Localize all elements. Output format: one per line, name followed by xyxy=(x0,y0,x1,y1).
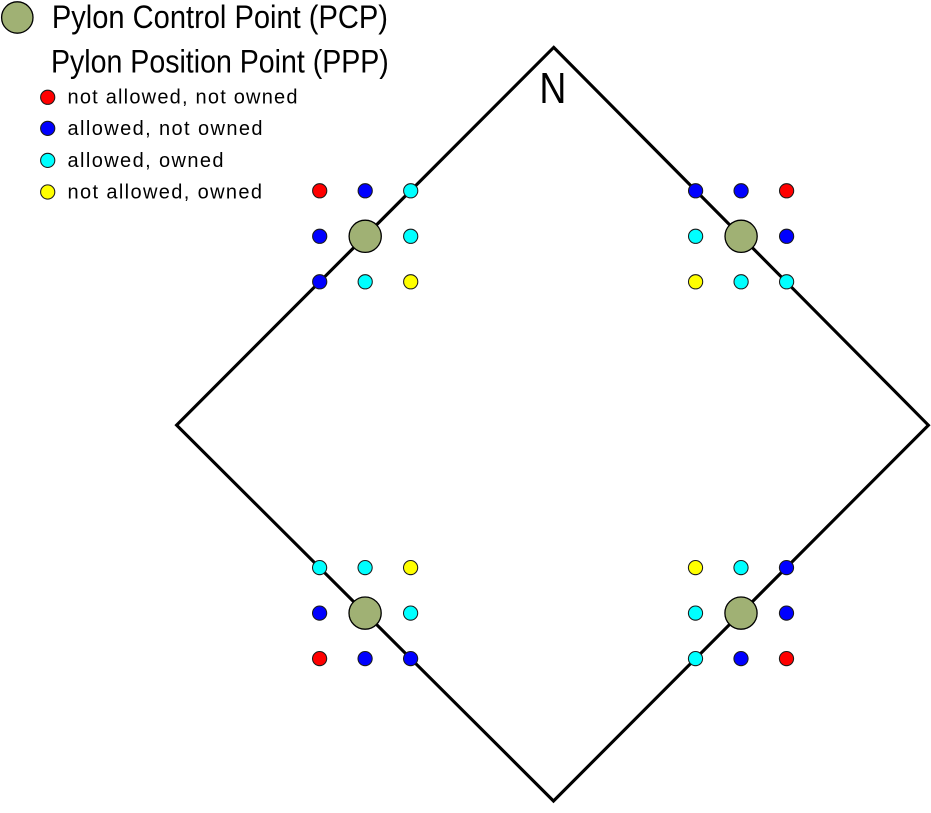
svg-text:not allowed, not owned: not allowed, not owned xyxy=(68,86,298,108)
svg-text:allowed, owned: allowed, owned xyxy=(68,150,224,172)
svg-text:Pylon Control Point (PCP): Pylon Control Point (PCP) xyxy=(52,0,388,35)
svg-text:not allowed, owned: not allowed, owned xyxy=(68,182,263,204)
svg-text:Pylon Position Point (PPP): Pylon Position Point (PPP) xyxy=(51,43,389,79)
svg-text:N: N xyxy=(539,65,566,113)
svg-text:allowed, not owned: allowed, not owned xyxy=(68,118,263,140)
